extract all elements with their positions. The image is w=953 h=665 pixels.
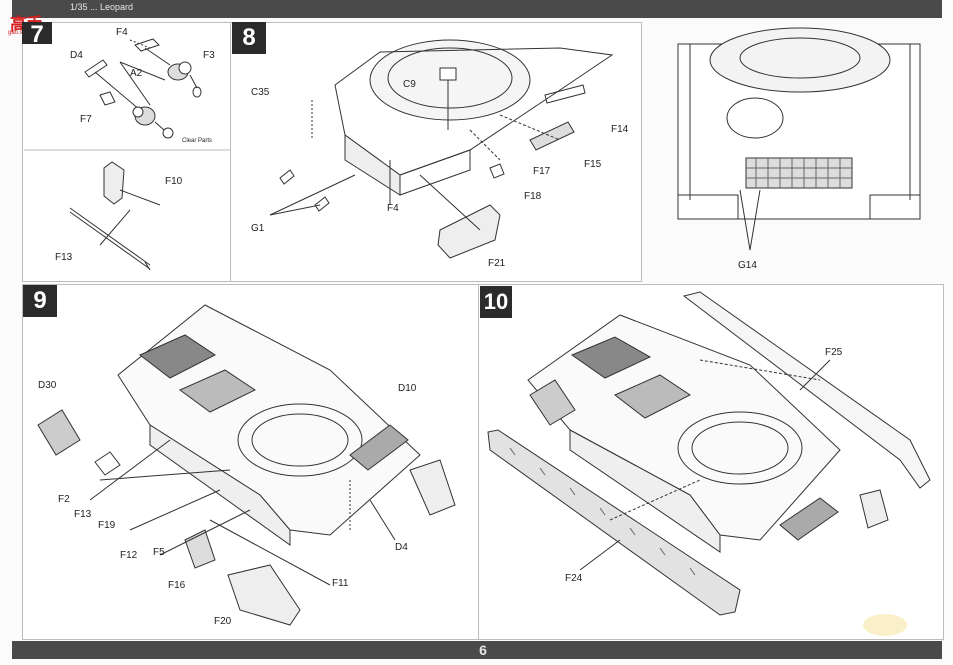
- callout-s9-f12: F12: [120, 550, 138, 561]
- callout-s7-f13: F13: [55, 252, 73, 263]
- callout-s8-g14: G14: [738, 260, 757, 271]
- page-number: 6: [479, 642, 487, 658]
- callout-s9-f2: F2: [58, 494, 70, 505]
- callout-s9-f5: F5: [153, 547, 165, 558]
- callout-s8-f17: F17: [533, 166, 551, 177]
- step-9-badge: 9: [23, 285, 57, 317]
- callout-s10-f24: F24: [565, 573, 583, 584]
- callout-s10-f25: F25: [825, 347, 843, 358]
- callout-s8-g1: G1: [251, 223, 265, 234]
- callout-s9-d4: D4: [395, 542, 408, 553]
- header-title: 1/35 ... Leopard: [70, 2, 134, 12]
- callout-s9-f11: F11: [332, 578, 349, 589]
- callout-s8-c35: C35: [251, 87, 270, 98]
- callout-s8-f15: F15: [584, 159, 602, 170]
- watermark-logo: [863, 614, 907, 636]
- callout-s7-f3: F3: [203, 50, 215, 61]
- callout-s7-a2: A2: [130, 68, 143, 79]
- step-7-badge: 7: [22, 22, 52, 44]
- step-8-badge: 8: [232, 22, 266, 54]
- callout-s9-f19: F19: [98, 520, 116, 531]
- callout-s7-f4: F4: [116, 27, 128, 38]
- callout-s9-d10: D10: [398, 383, 417, 394]
- callout-s9-d30: D30: [38, 380, 57, 391]
- callout-s9-f20: F20: [214, 616, 232, 627]
- header-bar: 1/35 ... Leopard: [12, 0, 942, 18]
- callout-s8-f21: F21: [488, 258, 506, 269]
- callout-s9-f16: F16: [168, 580, 186, 591]
- callout-s9-f13: F13: [74, 509, 92, 520]
- callout-s7-f10: F10: [165, 176, 183, 187]
- callout-s8-c9: C9: [403, 79, 416, 90]
- callout-s8-f4: F4: [387, 203, 399, 214]
- callout-s8-f14: F14: [611, 124, 629, 135]
- footer-bar: [12, 641, 942, 659]
- callout-s8-f18: F18: [524, 191, 542, 202]
- step-10-badge: 10: [480, 286, 512, 318]
- callout-s7-f7: F7: [80, 114, 92, 125]
- callout-s7-clear-parts: Clear Parts: [182, 138, 213, 144]
- callout-s7-d4: D4: [70, 50, 83, 61]
